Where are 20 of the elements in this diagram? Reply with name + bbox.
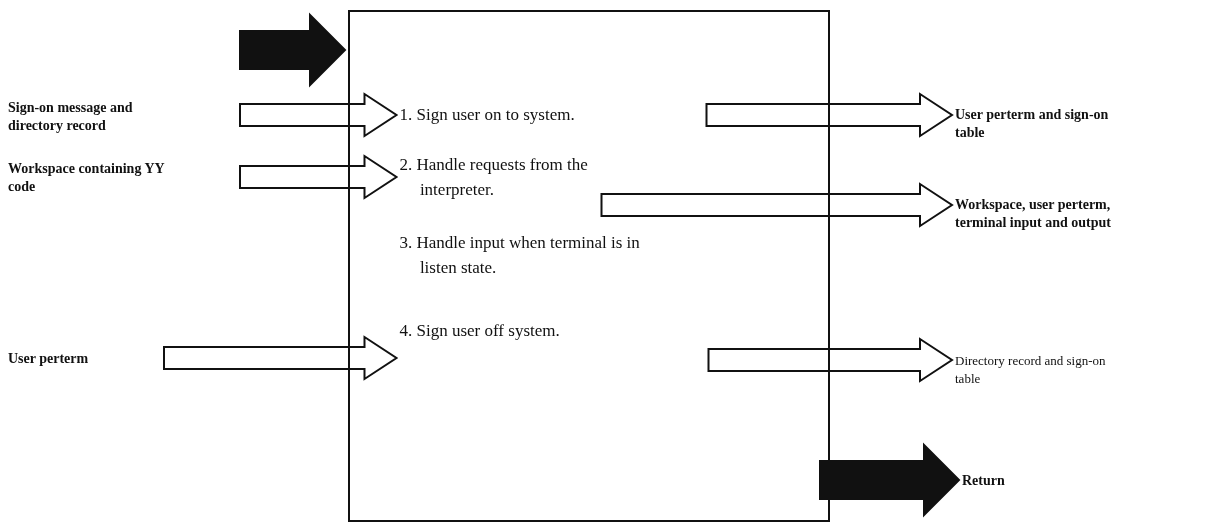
data-flow-arrow [239, 154, 399, 200]
data-flow-arrow [707, 337, 954, 383]
data-label: Sign-on message and directory record [8, 99, 238, 135]
process-box [348, 10, 830, 522]
data-label: Workspace containing YY code [8, 160, 238, 196]
data-flow-arrow [163, 335, 399, 381]
data-flow-arrow [600, 182, 954, 228]
data-label: User perterm and sign-on table [955, 106, 1140, 142]
data-label: Directory record and sign-on table [955, 352, 1125, 388]
data-flow-arrow [239, 92, 399, 138]
data-label: Workspace, user perterm, terminal input and output [955, 196, 1145, 232]
step-text: 2. Handle requests from the interpreter. [399, 151, 600, 202]
step-text: 3. Handle input when terminal is in listen state. [399, 229, 662, 280]
data-flow-arrow [705, 92, 954, 138]
data-label: Return [962, 472, 1042, 490]
control-arrow [819, 442, 961, 518]
data-label: User perterm [8, 350, 162, 368]
step-text: 4. Sign user off system. [399, 317, 707, 343]
step-text: 1. Sign user on to system. [399, 101, 705, 127]
control-arrow [239, 12, 347, 88]
